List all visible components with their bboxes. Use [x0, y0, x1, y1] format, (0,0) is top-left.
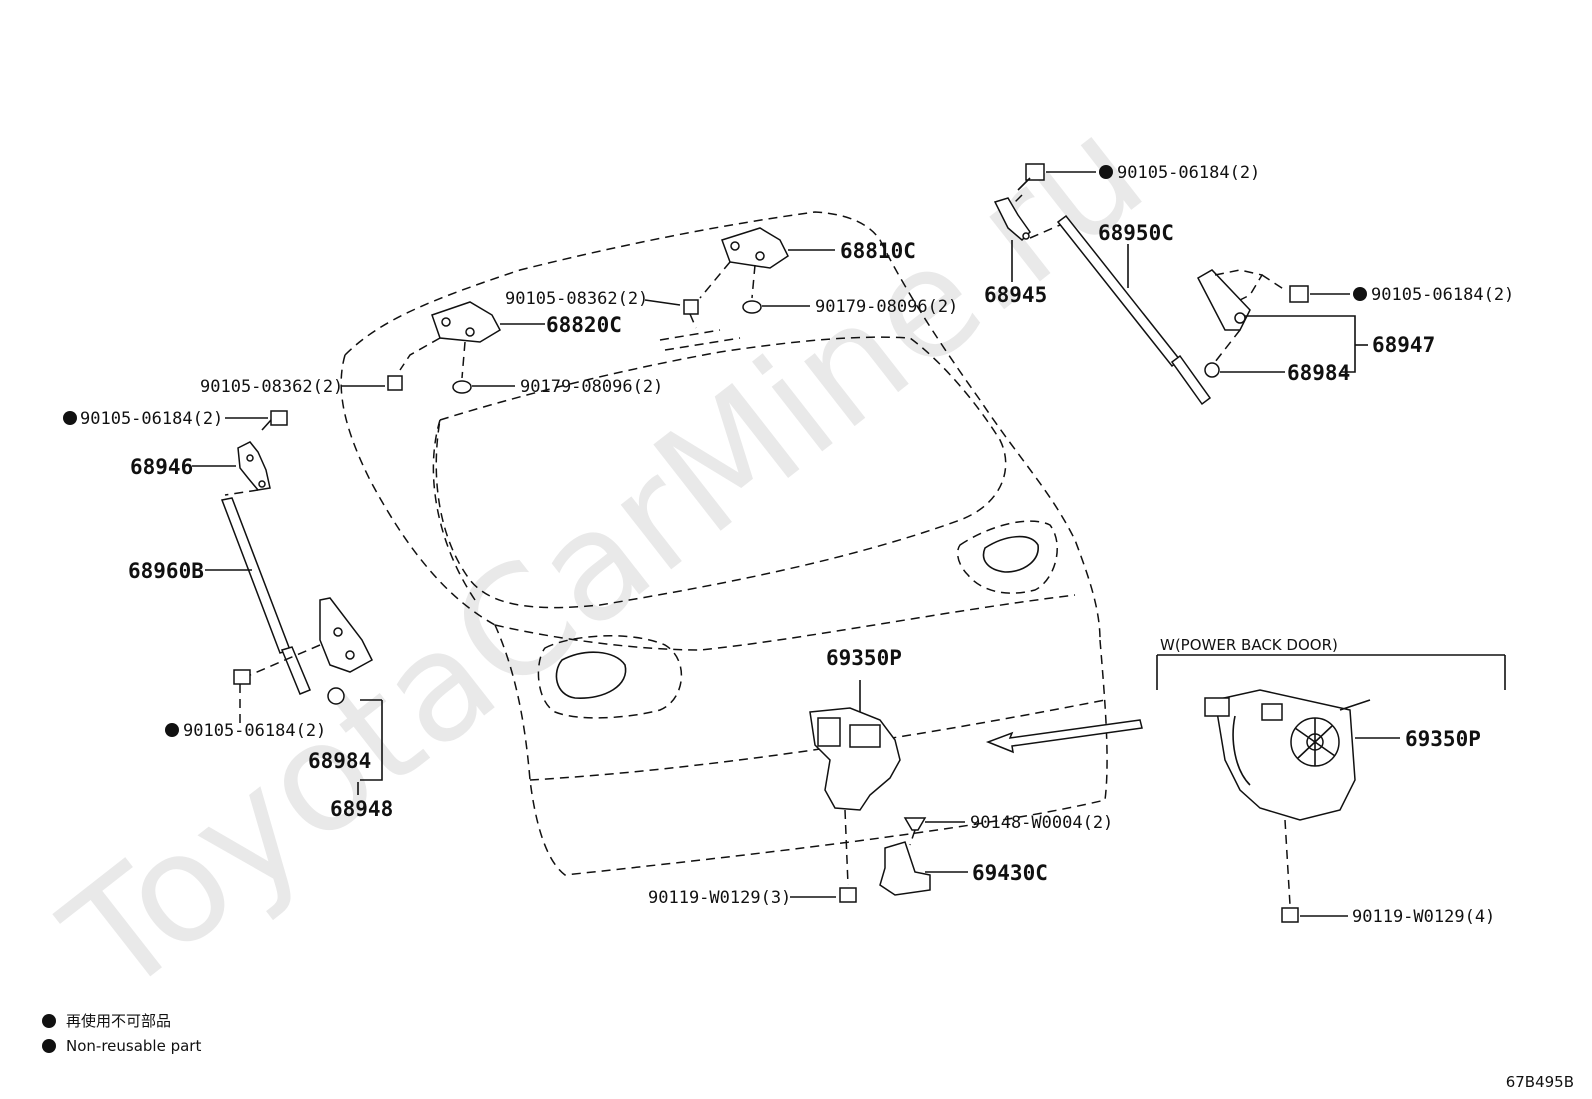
nut-90179-08096-top [742, 264, 810, 314]
non-reusable-dot [63, 411, 77, 425]
non-reusable-dot [165, 723, 179, 737]
label-90179-08096-top: 90179-08096(2) [815, 297, 958, 317]
stay-68960B [205, 497, 311, 695]
label-69350P-center: 69350P [826, 646, 902, 670]
power-back-door-bracket [1156, 654, 1506, 690]
lock-69350P-power [1204, 689, 1400, 906]
bolt-90119-W0129-center [790, 887, 857, 903]
bracket-68946 [192, 441, 271, 496]
label-68947: 68947 [1372, 333, 1435, 357]
label-68950C: 68950C [1098, 221, 1174, 245]
label-68945: 68945 [984, 283, 1047, 307]
non-reusable-dot [1353, 287, 1367, 301]
direction-arrow [985, 719, 1143, 754]
label-90105-06184-mr: 90105-06184(2) [1371, 285, 1514, 305]
label-power-back-door: W(POWER BACK DOOR) [1160, 636, 1338, 654]
bolt-90105-06184-top-left [225, 410, 288, 431]
back-door-outline [340, 211, 1108, 876]
bracket-68948-lower [249, 597, 383, 781]
non-reusable-dot-icon [42, 1039, 56, 1053]
hinge-68820C [399, 301, 545, 379]
label-69350P-power: 69350P [1405, 727, 1481, 751]
label-68984-right: 68984 [1287, 361, 1350, 385]
label-68820C: 68820C [546, 313, 622, 337]
bolt-90148-W0004 [903, 817, 965, 846]
bolt-90105-08362-left [342, 375, 403, 391]
bracket-68945 [993, 197, 1061, 282]
bolt-90105-06184-mid-right [1261, 274, 1350, 303]
label-90105-06184-bl: 90105-06184(2) [183, 721, 326, 741]
lock-69350P-center [809, 680, 901, 886]
label-68810C: 68810C [840, 239, 916, 263]
label-90105-08362-left: 90105-08362(2) [200, 377, 343, 397]
label-68960B: 68960B [128, 559, 204, 583]
label-90119-W0129-power: 90119-W0129(4) [1352, 907, 1495, 927]
bolt-90119-W0129-power [1281, 907, 1348, 923]
label-68984-left: 68984 [308, 749, 371, 773]
label-90105-06184-tl: 90105-06184(2) [80, 409, 223, 429]
non-reusable-dot [1099, 165, 1113, 179]
bolt-90105-08362-top [644, 261, 731, 329]
label-68946: 68946 [130, 455, 193, 479]
label-90105-06184-tr: 90105-06184(2) [1117, 163, 1260, 183]
label-69430C: 69430C [972, 861, 1048, 885]
legend-line-1: 再使用不可部品 [42, 1010, 171, 1031]
label-90179-08096-left: 90179-08096(2) [520, 377, 663, 397]
label-90119-W0129-center: 90119-W0129(3) [648, 888, 791, 908]
watermark: ToyotaCarMine.ru [34, 84, 1175, 1028]
legend-text-en: Non-reusable part [66, 1037, 202, 1055]
label-68948: 68948 [330, 797, 393, 821]
bolt-90105-06184-bottom-left [233, 669, 251, 725]
nut-90179-08096-left [452, 380, 515, 394]
bolt-90105-06184-top-right [1011, 163, 1096, 206]
label-90105-08362-top: 90105-08362(2) [505, 289, 648, 309]
label-90148-W0004: 90148-W0004(2) [970, 813, 1113, 833]
legend-text-jp: 再使用不可部品 [66, 1012, 172, 1030]
stay-68950C [1056, 214, 1212, 406]
non-reusable-dot-icon [42, 1014, 56, 1028]
striker-69430C [879, 841, 968, 896]
legend-line-2: Non-reusable part [42, 1037, 201, 1055]
hinge-68810C [721, 227, 835, 269]
diagram-code: 67B495B [1505, 1073, 1574, 1091]
